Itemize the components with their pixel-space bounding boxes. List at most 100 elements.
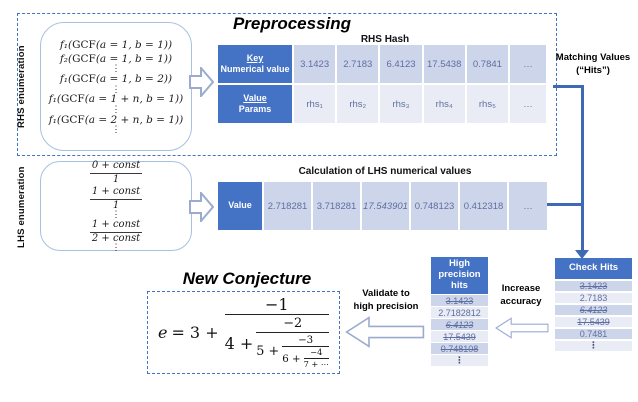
hits-row: 2.7182812 xyxy=(431,307,488,318)
hits-row: ⋮ xyxy=(555,340,632,351)
right-arrow-icon xyxy=(189,67,214,97)
fraction-numerator: 0 + const xyxy=(89,160,143,174)
new-conjecture-title: New Conjecture xyxy=(182,269,312,288)
lhs-cell: 0.412318 xyxy=(460,182,507,230)
formula-token: (a = 1 + n, b = 1)) xyxy=(84,93,184,106)
formula-denominator: 7 + ⋯ xyxy=(304,359,329,370)
hash-cell: … xyxy=(510,45,546,83)
increase-accuracy-line2: accuracy xyxy=(500,295,542,307)
preprocessing-frame xyxy=(17,13,557,156)
connector-lhs-horizontal xyxy=(547,203,584,206)
formula-token: GCF xyxy=(60,113,85,126)
hash-cell: rhs₃ xyxy=(380,85,422,123)
denominator-text: 5 + xyxy=(256,344,280,360)
formula-token: f₁( xyxy=(48,113,61,126)
matching-values-label: Matching Values (“Hits”) xyxy=(549,52,637,78)
increase-accuracy-line1: Increase xyxy=(501,283,541,294)
hits-row: ⋮ xyxy=(431,355,488,366)
formula-numerator: −4 xyxy=(303,347,330,359)
formula-token: GCF xyxy=(72,72,96,85)
lhs-header-cell: Value xyxy=(218,182,262,230)
lhs-cell: 3.718281 xyxy=(313,182,360,230)
increase-accuracy-label: Increase accuracy xyxy=(489,283,553,309)
lhs-cell: 0.748123 xyxy=(411,182,458,230)
hits-row: 3.1423 xyxy=(555,280,632,291)
hash-header-line1: Value xyxy=(243,92,267,103)
formula-token: GCF xyxy=(72,38,96,51)
high-precision-header: High precision hits xyxy=(431,257,488,294)
formula-numerator: −1 xyxy=(224,295,330,316)
left-arrow-icon xyxy=(495,317,549,339)
enumeration-line: f₁(GCF(a = 1 + n, b = 1)) xyxy=(49,93,183,107)
hash-cell: 17.5438 xyxy=(423,45,465,83)
matching-values-line1: Matching Values xyxy=(555,52,631,63)
fraction-numerator: 1 + const xyxy=(89,219,143,233)
lhs-table-title: Calculation of LHS numerical values xyxy=(298,166,472,177)
fraction-denominator: 1 xyxy=(112,199,120,211)
enumeration-line: ⋮ xyxy=(111,125,121,136)
formula-numerator: −3 xyxy=(282,334,330,348)
formula-token: (a = 1, b = 2)) xyxy=(95,72,173,85)
enumeration-line: ⋮ xyxy=(111,104,121,115)
preprocessing-title: Preprocessing xyxy=(232,14,352,33)
lhs-cell: 2.718281 xyxy=(264,182,311,230)
rhs-enumeration-label: RHS enumeration xyxy=(16,45,27,129)
enumeration-dots: ⋮ xyxy=(111,210,121,221)
hits-row: 17.5439 xyxy=(431,331,488,342)
formula-token: (a = 1, b = 1)) xyxy=(95,38,173,51)
formula-token: GCF xyxy=(60,93,85,106)
enumeration-line: f₁(GCF(a = 1, b = 1)) xyxy=(60,39,172,53)
validate-line2: high precision xyxy=(353,300,419,312)
hits-row: 0.748108 xyxy=(431,343,488,354)
hits-row: 17.5439 xyxy=(555,316,632,327)
validate-line1: Validate to xyxy=(362,288,410,299)
hash-header-line2: Numerical value xyxy=(220,64,290,74)
validate-label: Validate to high precision xyxy=(341,288,431,314)
rhs-enumeration-lines: f₁(GCF(a = 1, b = 1))f₂(GCF(a = 1, b = 1… xyxy=(48,39,184,136)
formula-token: f₂( xyxy=(59,52,73,65)
formula-token: (a = 1, b = 1)) xyxy=(95,52,173,65)
right-arrow-icon xyxy=(189,192,214,222)
enumeration-dots: ⋮ xyxy=(111,243,121,253)
hits-row: 0.7481 xyxy=(555,328,632,339)
denominator-text: 7 + ⋯ xyxy=(303,358,330,369)
hits-row: 2.7183 xyxy=(555,292,632,303)
enumeration-line: ⋮ xyxy=(111,64,121,75)
formula-token: (a = 2 + n, b = 1)) xyxy=(84,113,184,126)
formula-token: GCF xyxy=(72,52,96,65)
hash-cell: 6.4123 xyxy=(380,45,422,83)
enumeration-line: f₁(GCF(a = 1, b = 2)) xyxy=(60,73,172,87)
check-hits-header: Check Hits xyxy=(555,258,632,279)
fraction-numerator: 1 + const xyxy=(89,186,143,200)
formula-numerator: −2 xyxy=(256,316,330,333)
lhs-cell: 17.543901 xyxy=(362,182,409,230)
formula-token: f₁( xyxy=(59,38,73,51)
enumeration-line: f₂(GCF(a = 1, b = 1)) xyxy=(60,53,172,67)
hash-cell: … xyxy=(510,85,546,123)
matching-values-line2: (“Hits”) xyxy=(576,64,610,76)
hits-row: 6.4123 xyxy=(431,319,488,330)
hash-cell: rhs₁ xyxy=(294,85,336,123)
hits-row: 3.1423 xyxy=(431,295,488,306)
hits-row: 6.4123 xyxy=(555,304,632,315)
hash-cell: rhs₅ xyxy=(466,85,508,123)
connector-vertical xyxy=(581,85,584,251)
